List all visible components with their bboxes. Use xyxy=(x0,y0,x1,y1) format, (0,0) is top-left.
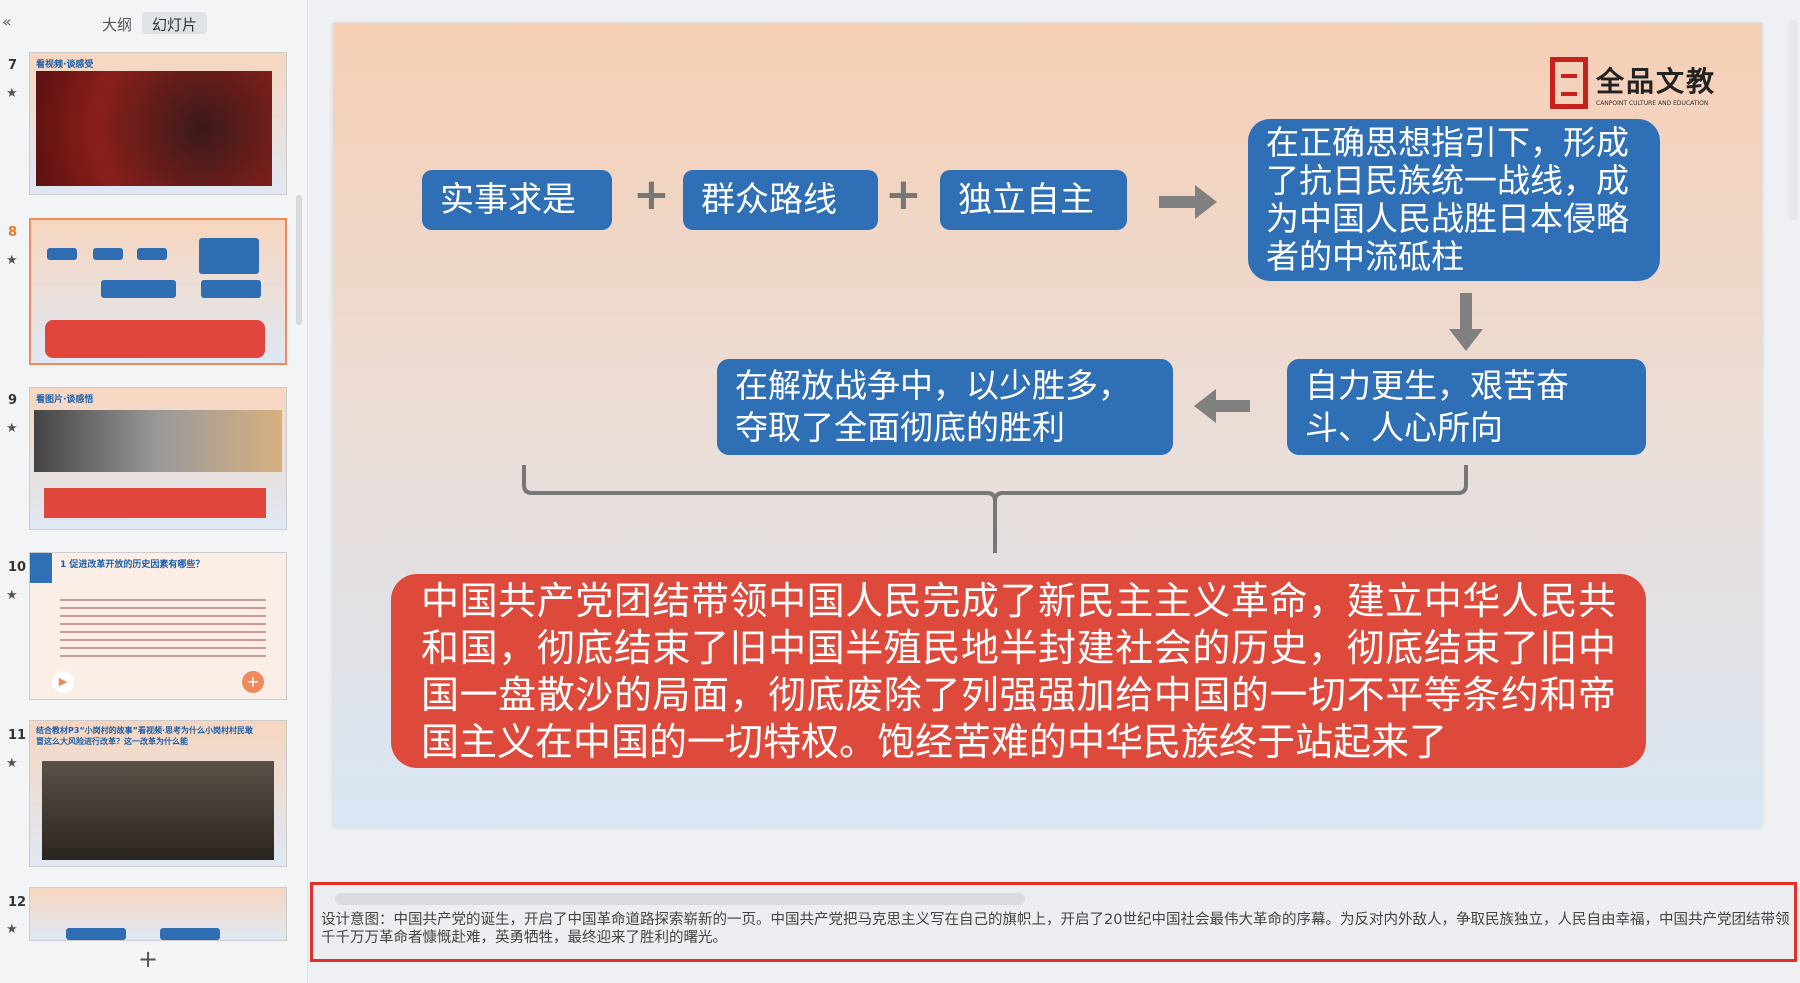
slide-number: 9 xyxy=(8,393,18,408)
video-frame-image xyxy=(36,71,272,186)
logo-text: 全品文教 xyxy=(1596,64,1717,98)
notes-horizontal-scrollbar[interactable] xyxy=(335,893,1025,905)
collapse-panel-icon[interactable]: « xyxy=(2,12,12,31)
concept-box-independence: 独立自主 xyxy=(940,170,1127,230)
thumb-title: 看图片·谈感悟 xyxy=(36,395,94,405)
slide-number: 12 xyxy=(8,895,27,910)
concept-box-seek-truth: 实事求是 xyxy=(422,170,612,230)
right-arrow-icon xyxy=(1159,185,1217,219)
slide-number: 10 xyxy=(8,560,27,575)
slide-thumbnail-8[interactable] xyxy=(29,218,287,365)
concept-box-mass-line: 群众路线 xyxy=(683,170,878,230)
video-frame-image xyxy=(42,761,274,860)
photo-collage-image xyxy=(34,410,282,472)
editor-scrollbar[interactable] xyxy=(1788,20,1798,220)
result-box-united-front: 在正确思想指引下，形成了抗日民族统一战线，成为中国人民战胜日本侵略者的中流砥柱 xyxy=(1248,119,1660,281)
thumb-title: 结合教材P3“小岗村的故事”看视频·思考为什么小岗村村民敢冒这么大风险进行改革？… xyxy=(36,726,253,746)
animation-star-icon: ★ xyxy=(6,756,18,771)
animation-star-icon: ★ xyxy=(6,588,18,603)
slide-thumbnail-11[interactable]: 结合教材P3“小岗村的故事”看视频·思考为什么小岗村村民敢冒这么大风险进行改革？… xyxy=(29,720,287,867)
logo-subtext: CANPOINT CULTURE AND EDUCATION xyxy=(1596,99,1709,107)
thumb-title: 1 促进改革开放的历史因素有哪些？ xyxy=(60,560,205,570)
slide-number: 7 xyxy=(8,58,18,73)
add-icon[interactable]: + xyxy=(242,671,264,693)
panel-scrollbar[interactable] xyxy=(296,195,302,325)
play-icon[interactable]: ▶ xyxy=(52,671,74,693)
speaker-notes-panel[interactable]: 设计意图：中国共产党的诞生，开启了中国革命道路探索崭新的一页。中国共产党把马克思… xyxy=(310,882,1797,962)
down-arrow-icon xyxy=(1449,293,1483,351)
animation-star-icon: ★ xyxy=(6,86,18,101)
thumb-title: 看视频·谈感受 xyxy=(36,60,94,70)
logo-mark-icon xyxy=(1550,57,1588,109)
summary-box: 中国共产党团结带领中国人民完成了新民主主义革命，建立中华人民共和国，彻底结束了旧… xyxy=(391,574,1646,768)
tab-outline[interactable]: 大纲 xyxy=(102,16,133,34)
result-box-self-reliance: 自力更生，艰苦奋斗、人心所向 xyxy=(1287,359,1646,455)
notes-text[interactable]: 设计意图：中国共产党的诞生，开启了中国革命道路探索崭新的一页。中国共产党把马克思… xyxy=(321,912,1790,946)
animation-star-icon: ★ xyxy=(6,253,18,268)
slide-thumbnail-9[interactable]: 看图片·谈感悟 xyxy=(29,387,287,530)
slide-thumbnail-10[interactable]: 1 促进改革开放的历史因素有哪些？ ▶ + xyxy=(29,552,287,700)
plus-icon: + xyxy=(885,169,922,220)
slide-thumbnail-7[interactable]: 看视频·谈感受 xyxy=(29,52,287,195)
brace-connector xyxy=(522,465,1468,553)
slide-thumbnail-12[interactable] xyxy=(29,887,287,941)
slide-number: 11 xyxy=(8,728,27,743)
slide-panel: « 大纲 幻灯片 7 ★ 看视频·谈感受 8 ★ 9 ★ 看图片·谈感悟 10 … xyxy=(0,0,308,983)
animation-star-icon: ★ xyxy=(6,421,18,436)
slide-number: 8 xyxy=(8,225,18,240)
left-arrow-icon xyxy=(1194,389,1250,423)
plus-icon: + xyxy=(633,169,670,220)
result-box-liberation-war: 在解放战争中，以少胜多，夺取了全面彻底的胜利 xyxy=(717,359,1173,455)
animation-star-icon: ★ xyxy=(6,922,18,937)
add-slide-button[interactable]: + xyxy=(138,945,159,973)
tab-slides[interactable]: 幻灯片 xyxy=(142,12,208,34)
